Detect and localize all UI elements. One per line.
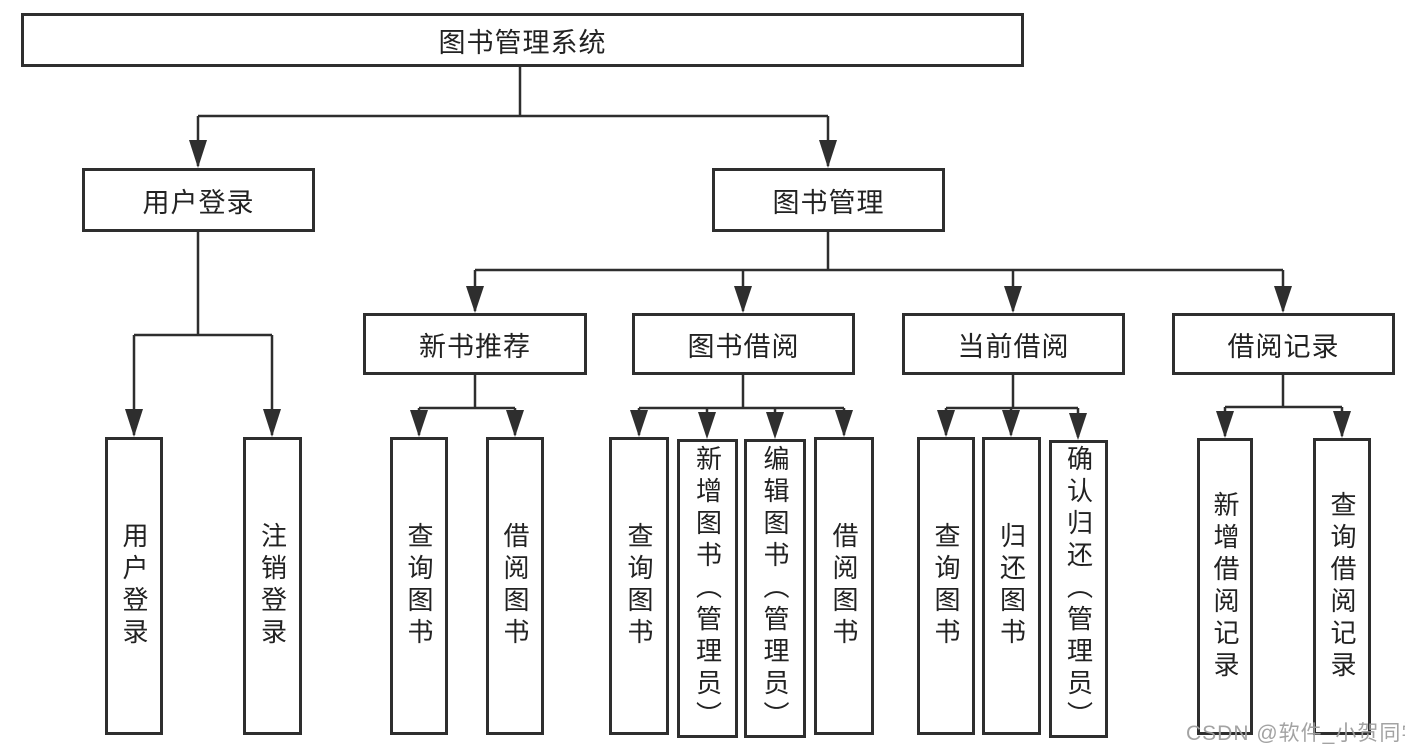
node-current-borrowing: 当前借阅 (902, 313, 1125, 375)
leaf-user-login: 用户登录 (105, 437, 163, 735)
node-book-management-group: 图书管理 (712, 168, 945, 232)
leaf-query-books-borrowing: 查询图书 (609, 437, 669, 735)
leaf-edit-books-admin: 编辑图书（管理员） (744, 439, 806, 738)
node-borrowing-records: 借阅记录 (1172, 313, 1395, 375)
leaf-query-books-recommend: 查询图书 (390, 437, 448, 735)
node-new-book-recommendation: 新书推荐 (363, 313, 587, 375)
leaf-return-books: 归还图书 (982, 437, 1041, 735)
leaf-logout: 注销登录 (243, 437, 302, 735)
leaf-add-books-admin: 新增图书（管理员） (677, 439, 738, 738)
leaf-query-books-current: 查询图书 (917, 437, 975, 735)
csdn-watermark: CSDN @软件_小贺同学 (1186, 722, 1405, 745)
node-root-library-system: 图书管理系统 (21, 13, 1024, 67)
leaf-query-borrow-record: 查询借阅记录 (1313, 438, 1371, 735)
leaf-borrow-books: 借阅图书 (814, 437, 874, 735)
node-book-borrowing: 图书借阅 (632, 313, 855, 375)
leaf-add-borrow-record: 新增借阅记录 (1197, 438, 1253, 735)
leaf-confirm-return-admin: 确认归还（管理员） (1049, 440, 1108, 738)
node-user-login-group: 用户登录 (82, 168, 315, 232)
leaf-borrow-books-recommend: 借阅图书 (486, 437, 544, 735)
